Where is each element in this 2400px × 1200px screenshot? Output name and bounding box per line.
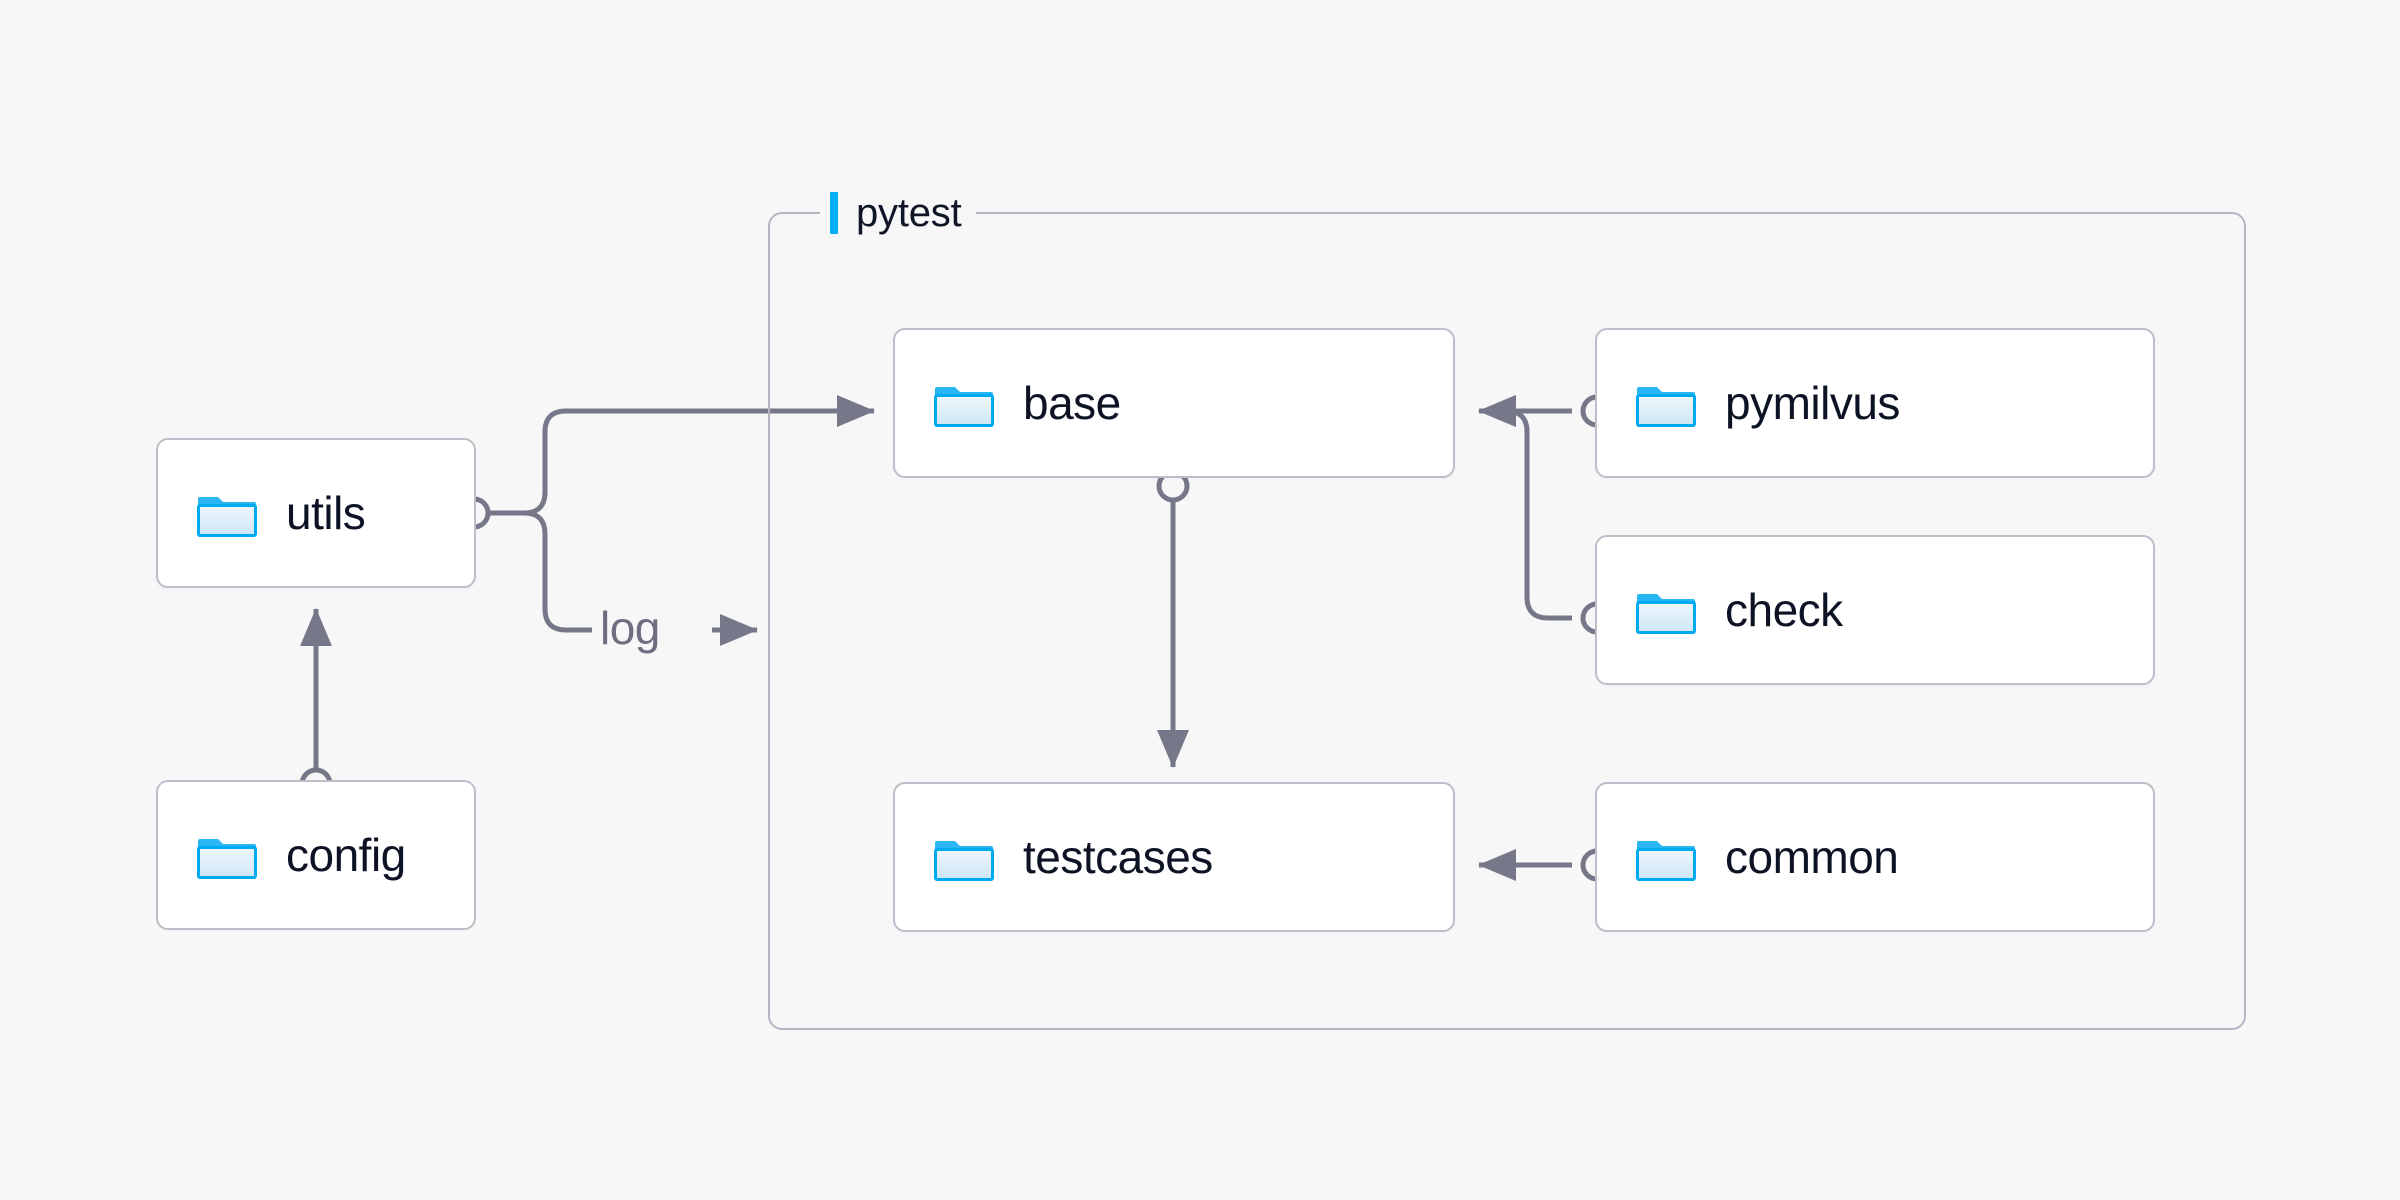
node-common[interactable]: common: [1595, 782, 2155, 932]
node-config[interactable]: config: [156, 780, 476, 930]
edge-label-log: log: [600, 602, 660, 654]
node-label-config: config: [286, 829, 406, 881]
folder-icon: [1636, 387, 1696, 427]
node-base[interactable]: base: [893, 328, 1455, 478]
group-accent-bar-icon: [830, 192, 838, 234]
node-label-utils: utils: [286, 487, 366, 539]
group-container-pytest: pytest: [768, 186, 2246, 1030]
folder-icon: [1636, 594, 1696, 634]
node-label-common: common: [1725, 831, 1899, 883]
node-label-pymilvus: pymilvus: [1725, 377, 1900, 429]
folder-icon: [934, 841, 994, 881]
node-check[interactable]: check: [1595, 535, 2155, 685]
node-label-check: check: [1725, 584, 1843, 636]
group-title: pytest: [856, 190, 962, 235]
node-label-testcases: testcases: [1023, 831, 1213, 883]
node-pymilvus[interactable]: pymilvus: [1595, 328, 2155, 478]
folder-icon: [197, 839, 257, 879]
folder-icon: [1636, 841, 1696, 881]
edge-utils-log: [523, 510, 592, 633]
folder-icon: [934, 387, 994, 427]
node-label-base: base: [1023, 377, 1121, 429]
group-label-pytest: pytest: [820, 186, 976, 240]
node-utils[interactable]: utils: [156, 438, 476, 588]
folder-icon: [197, 497, 257, 537]
node-testcases[interactable]: testcases: [893, 782, 1455, 932]
